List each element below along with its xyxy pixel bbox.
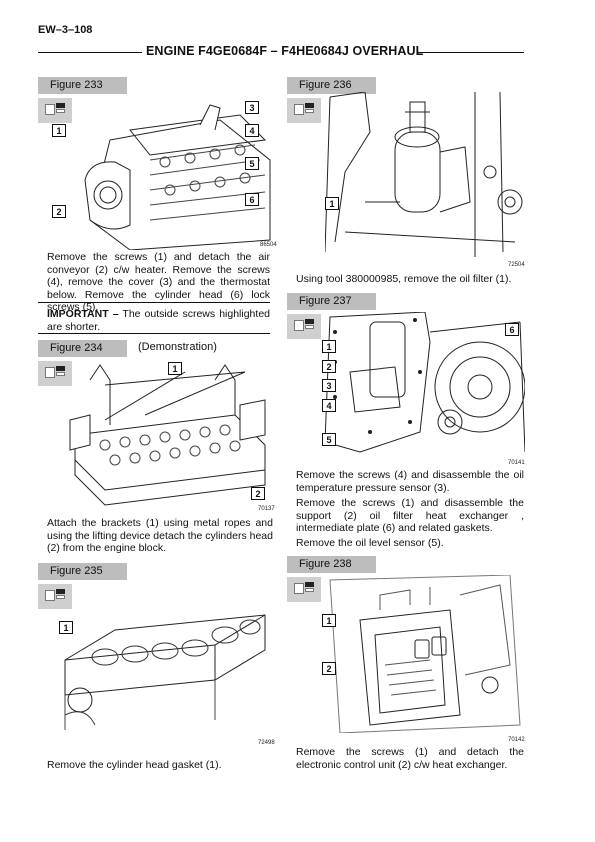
callout-1: 1 bbox=[322, 614, 336, 627]
callout-2: 2 bbox=[251, 487, 265, 500]
important-note: IMPORTANT – The outside screws highlight… bbox=[47, 308, 270, 333]
figure-238-label: Figure 238 bbox=[287, 556, 376, 573]
figure-237-image-number: 70141 bbox=[508, 460, 525, 466]
callout-4: 4 bbox=[245, 124, 259, 137]
figure-235-image-number: 72498 bbox=[258, 740, 275, 746]
figure-236-label: Figure 236 bbox=[287, 77, 376, 94]
figure-235-label: Figure 235 bbox=[38, 563, 127, 580]
figure-237-label: Figure 237 bbox=[287, 293, 376, 310]
figure-233-image-number: 86504 bbox=[260, 242, 277, 248]
figure-237-caption-2: Remove the screws (1) and disassemble th… bbox=[296, 497, 524, 534]
page-title: ENGINE F4GE0684F – F4HE0684J OVERHAUL bbox=[146, 44, 424, 58]
callout-2: 2 bbox=[52, 205, 66, 218]
figure-236-image-number: 72504 bbox=[508, 262, 525, 268]
callout-1: 1 bbox=[59, 621, 73, 634]
figure-238-illustration bbox=[320, 575, 525, 733]
figure-233-caption: Remove the screws (1) and detach the air… bbox=[47, 251, 270, 313]
figure-237-illustration bbox=[320, 312, 525, 457]
callout-2: 2 bbox=[322, 662, 336, 675]
tool-symbol-icon bbox=[38, 361, 72, 386]
tool-symbol-icon bbox=[287, 98, 321, 123]
callout-1: 1 bbox=[325, 197, 339, 210]
important-text: The outside screws highlighted are short… bbox=[47, 308, 270, 333]
figure-233-label: Figure 233 bbox=[38, 77, 127, 94]
callout-3: 3 bbox=[245, 101, 259, 114]
figure-238-image-number: 70142 bbox=[508, 737, 525, 743]
callout-2: 2 bbox=[322, 360, 336, 373]
figure-236-illustration bbox=[325, 92, 525, 257]
header-rule-left bbox=[38, 52, 142, 53]
figure-235-illustration bbox=[55, 605, 270, 735]
callout-1: 1 bbox=[168, 362, 182, 375]
callout-6: 6 bbox=[505, 323, 519, 336]
divider bbox=[38, 333, 270, 334]
callout-4: 4 bbox=[322, 399, 336, 412]
page-number: EW–3–108 bbox=[38, 24, 93, 36]
figure-234-note: (Demonstration) bbox=[138, 341, 217, 353]
callout-1: 1 bbox=[322, 340, 336, 353]
important-label: IMPORTANT – bbox=[47, 308, 119, 320]
header-rule-right bbox=[418, 52, 524, 53]
tool-symbol-icon bbox=[38, 98, 72, 123]
callout-3: 3 bbox=[322, 379, 336, 392]
figure-236-caption: Using tool 380000985, remove the oil fil… bbox=[296, 273, 512, 285]
callout-5: 5 bbox=[322, 433, 336, 446]
figure-238-caption: Remove the screws (1) and detach the ele… bbox=[296, 746, 524, 771]
tool-symbol-icon bbox=[287, 314, 321, 339]
figure-235-caption: Remove the cylinder head gasket (1). bbox=[47, 759, 222, 771]
figure-237-caption-1: Remove the screws (4) and disassemble th… bbox=[296, 469, 524, 494]
callout-5: 5 bbox=[245, 157, 259, 170]
figure-234-label: Figure 234 bbox=[38, 340, 127, 357]
tool-symbol-icon bbox=[287, 577, 321, 602]
figure-237-caption-3: Remove the oil level sensor (5). bbox=[296, 537, 444, 549]
tool-symbol-icon bbox=[38, 584, 72, 609]
divider bbox=[38, 302, 270, 303]
figure-234-caption: Attach the brackets (1) using metal rope… bbox=[47, 517, 273, 554]
figure-233-illustration bbox=[70, 100, 280, 250]
callout-6: 6 bbox=[245, 193, 259, 206]
figure-234-image-number: 70137 bbox=[258, 506, 275, 512]
callout-1: 1 bbox=[52, 124, 66, 137]
figure-234-illustration bbox=[65, 360, 270, 510]
